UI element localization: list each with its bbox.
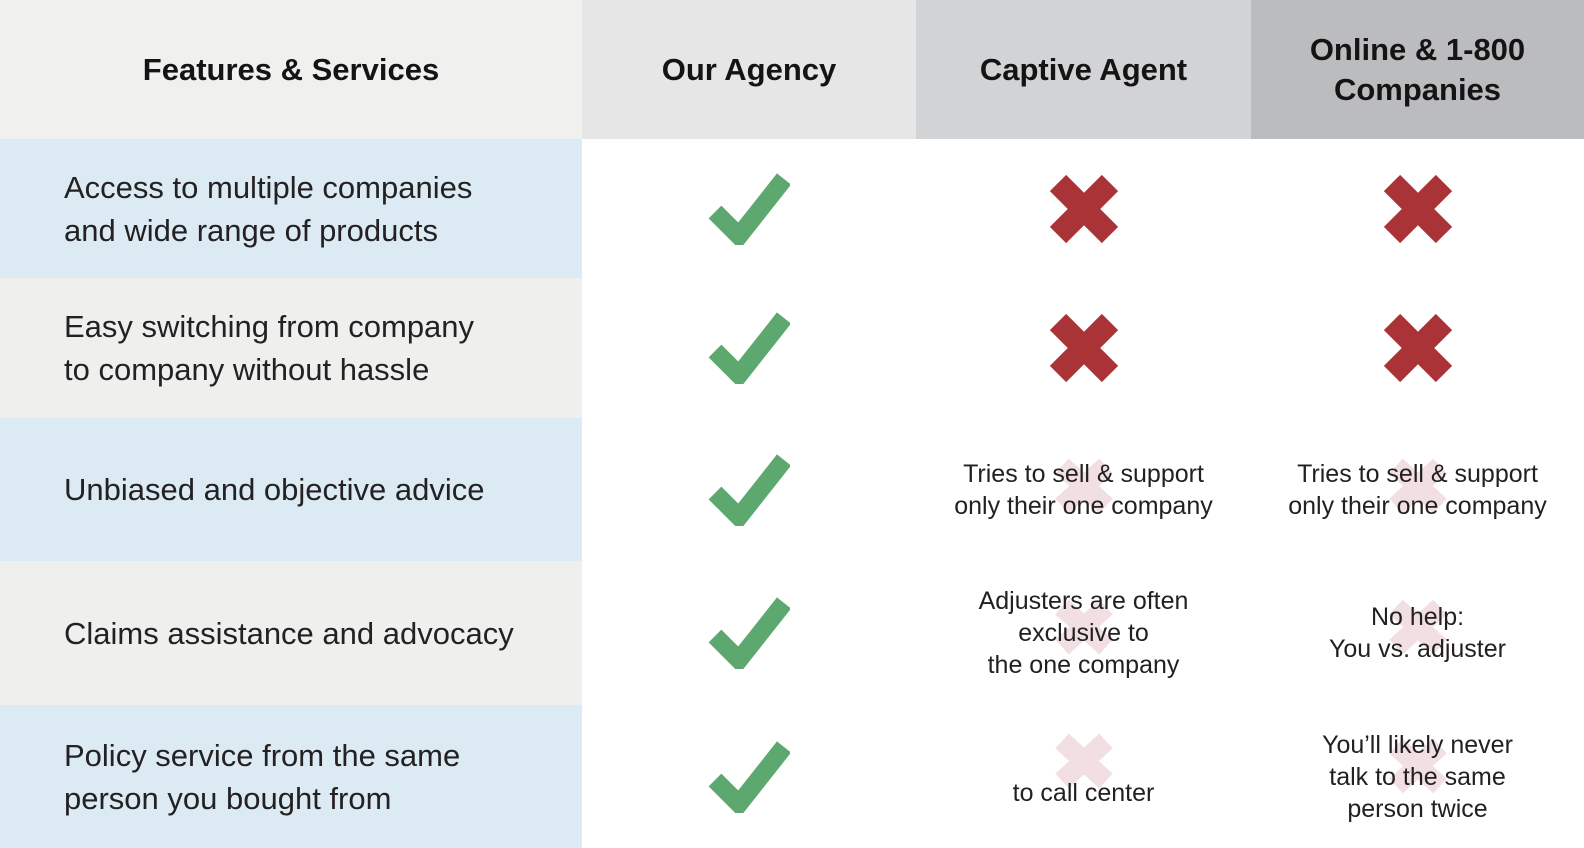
annotation-line: No help: [1370, 603, 1465, 631]
check-cell [582, 139, 916, 278]
annotation-line: Tries to sell & support [963, 459, 1204, 488]
annotation-line: talk to the same [1329, 762, 1506, 791]
annotation-cell: Tries to sell & support only their one c… [1251, 418, 1584, 561]
header-features: Features & Services [0, 0, 582, 139]
feature-text: and wide range of products [64, 212, 438, 248]
feature-text: Claims assistance and advocacy [64, 615, 514, 651]
feature-easy-switching: Easy switching from company to company w… [0, 278, 582, 418]
feature-text: Policy service from the same [64, 737, 461, 773]
check-icon [708, 453, 790, 526]
annotation-line: exclusive to [1018, 619, 1149, 647]
cross-cell [1251, 139, 1584, 278]
feature-text: to company without hassle [64, 352, 430, 387]
annotation-text: You’ll likely never talk to the same per… [1322, 729, 1513, 825]
faded-cross-icon [1388, 738, 1447, 793]
check-icon [708, 172, 790, 245]
annotation-text: to call center [1013, 777, 1155, 809]
check-cell [582, 278, 916, 418]
cross-icon [1383, 174, 1452, 243]
header-features-label: Features & Services [142, 51, 440, 87]
header-captive-agent: Captive Agent [916, 0, 1251, 139]
feature-text: Easy switching from company [64, 309, 475, 344]
annotation-line: only their one company [954, 491, 1213, 520]
faded-cross-icon [1388, 599, 1447, 655]
cross-cell [916, 278, 1251, 418]
faded-cross-icon [1054, 599, 1113, 655]
annotation-line: You’ll likely never [1322, 730, 1513, 759]
check-cell [582, 705, 916, 848]
cross-icon [1049, 174, 1118, 243]
annotation-line: Tries to sell & support [1297, 459, 1538, 488]
check-cell [582, 561, 916, 705]
annotation-line: the one company [987, 651, 1180, 679]
feature-text: Access to multiple companies [64, 169, 473, 205]
cross-cell [1251, 278, 1584, 418]
header-captive-agent-label: Captive Agent [979, 51, 1188, 87]
annotation-cell: No help: You vs. adjuster [1251, 561, 1584, 705]
annotation-cell: Tries to sell & support only their one c… [916, 418, 1251, 561]
annotation-cell: You’ll likely never talk to the same per… [1251, 705, 1584, 848]
feature-text: Unbiased and objective advice [64, 472, 485, 507]
cross-icon [1049, 313, 1118, 383]
annotation-line: Adjusters are often [978, 587, 1189, 615]
check-icon [708, 312, 790, 384]
annotation-text: Tries to sell & support only their one c… [954, 458, 1212, 522]
feature-claims-assistance: Claims assistance and advocacy [0, 561, 582, 705]
annotation-line: You vs. adjuster [1329, 635, 1506, 663]
annotation-text: No help: You vs. adjuster [1329, 601, 1506, 665]
check-icon [708, 740, 790, 813]
feature-unbiased-advice: Unbiased and objective advice [0, 418, 582, 561]
cross-icon [1383, 313, 1452, 383]
faded-cross-icon [1388, 458, 1447, 513]
cross-cell [916, 139, 1251, 278]
check-icon [708, 597, 790, 669]
annotation-line: only their one company [1288, 491, 1547, 520]
annotation-line: to call center [1012, 778, 1155, 807]
annotation-cell: to call center [916, 705, 1251, 848]
header-online-1800-label: Online & 1-800 Companies [1309, 31, 1526, 107]
faded-cross-icon [1054, 458, 1113, 513]
header-online-1800: Online & 1-800 Companies [1251, 0, 1584, 139]
feature-text: person you bought from [64, 780, 392, 816]
check-cell [582, 418, 916, 561]
header-our-agency: Our Agency [582, 0, 916, 139]
annotation-text: Adjusters are often exclusive to the one… [979, 585, 1189, 681]
annotation-text: Tries to sell & support only their one c… [1288, 458, 1546, 522]
feature-access-multiple-companies: Access to multiple companies and wide ra… [0, 139, 582, 278]
header-our-agency-label: Our Agency [661, 51, 837, 87]
annotation-cell: Adjusters are often exclusive to the one… [916, 561, 1251, 705]
feature-policy-service: Policy service from the same person you … [0, 705, 582, 848]
annotation-line: person twice [1347, 794, 1488, 823]
faded-cross-icon [1054, 733, 1113, 788]
